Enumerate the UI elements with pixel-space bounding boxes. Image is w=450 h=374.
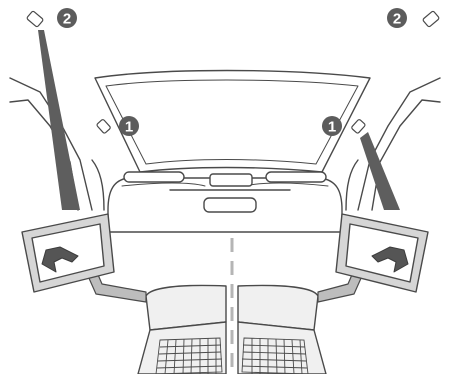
front-right-sensor: [351, 119, 366, 134]
callout-badge-rear-left: 2: [57, 8, 77, 28]
callout-badge-rear-right: 2: [387, 8, 407, 28]
rear-right-sensor: [422, 11, 439, 28]
front-right-sensor-beam: [360, 132, 400, 210]
svg-text:2: 2: [393, 11, 401, 28]
svg-text:2: 2: [63, 11, 71, 28]
callout-badge-front-left: 1: [119, 116, 139, 136]
right-front-seat: [238, 285, 326, 374]
left-front-seat: [138, 285, 226, 374]
front-left-sensor: [96, 119, 111, 134]
rear-left-sensor: [26, 11, 43, 28]
svg-text:1: 1: [125, 119, 133, 136]
svg-text:1: 1: [328, 119, 336, 136]
callout-badge-front-right: 1: [322, 116, 342, 136]
rear-seat: [108, 172, 342, 232]
